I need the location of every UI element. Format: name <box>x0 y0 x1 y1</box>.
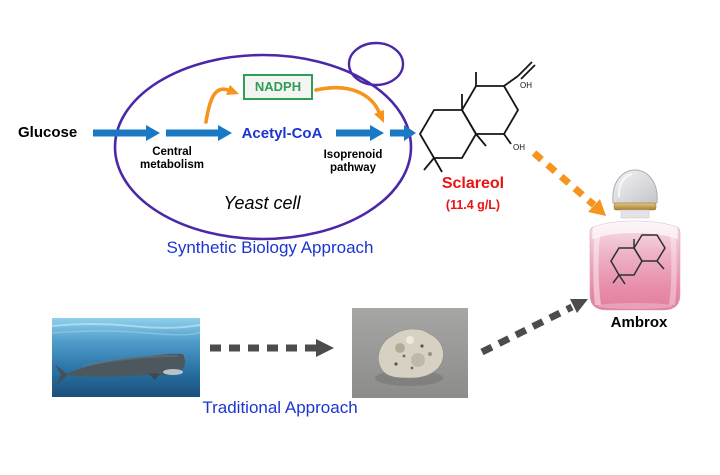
sperm-whale-photo <box>52 318 200 397</box>
glucose-input-arrow <box>93 125 160 141</box>
central-metabolism-label: Central metabolism <box>128 146 216 172</box>
sclareol-hydroxyl-label-2: OH <box>520 81 532 90</box>
nadph-label: NADPH <box>254 79 302 94</box>
sclareol-titer-label: (11.4 g/L) <box>445 198 501 212</box>
ambergris-to-perfume-arrow <box>480 299 588 356</box>
nadph-box: NADPH <box>243 74 313 100</box>
yeast-cell-label: Yeast cell <box>223 193 301 213</box>
yeast-cell-outline <box>113 53 413 241</box>
traditional-approach-label: Traditional Approach <box>202 398 358 417</box>
metabolism-to-acetylcoa-arrow <box>166 125 232 141</box>
bottle-body <box>589 220 681 311</box>
sclareol-hydroxyl-label: OH <box>513 143 525 152</box>
ambrox-structure <box>610 234 666 285</box>
acetylcoa-to-isoprenoid-arrow <box>336 125 384 141</box>
ambergris-lump <box>378 328 444 379</box>
whale-to-ambergris-arrow <box>210 339 334 357</box>
bottle-cap <box>612 169 658 219</box>
isoprenoid-pathway-label: Isoprenoid pathway <box>310 149 396 175</box>
acetylcoa-to-nadph-arrow <box>204 85 239 124</box>
sclareol-to-perfume-arrow <box>531 150 606 216</box>
ambergris-photo <box>352 308 468 398</box>
nadph-to-pathway-arrow <box>314 85 384 123</box>
sclareol-structure: OH OH <box>418 61 536 173</box>
isoprenoid-line2: pathway <box>329 162 376 174</box>
ambrox-label: Ambrox <box>610 314 668 331</box>
glucose-label: Glucose <box>18 124 78 141</box>
synthetic-approach-label: Synthetic Biology Approach <box>166 238 374 257</box>
perfume-bottle <box>585 167 685 313</box>
sclareol-label: Sclareol <box>441 175 505 192</box>
sperm-whale <box>55 353 186 386</box>
central-metabolism-line1: Central <box>152 146 192 158</box>
isoprenoid-line1: Isoprenoid <box>323 149 383 161</box>
water-surface <box>52 323 200 329</box>
pathway-output-arrow <box>390 125 416 141</box>
acetyl-coa-label: Acetyl-CoA <box>241 125 323 142</box>
central-metabolism-line2: metabolism <box>140 159 204 171</box>
yeast-bud-outline <box>347 41 405 87</box>
